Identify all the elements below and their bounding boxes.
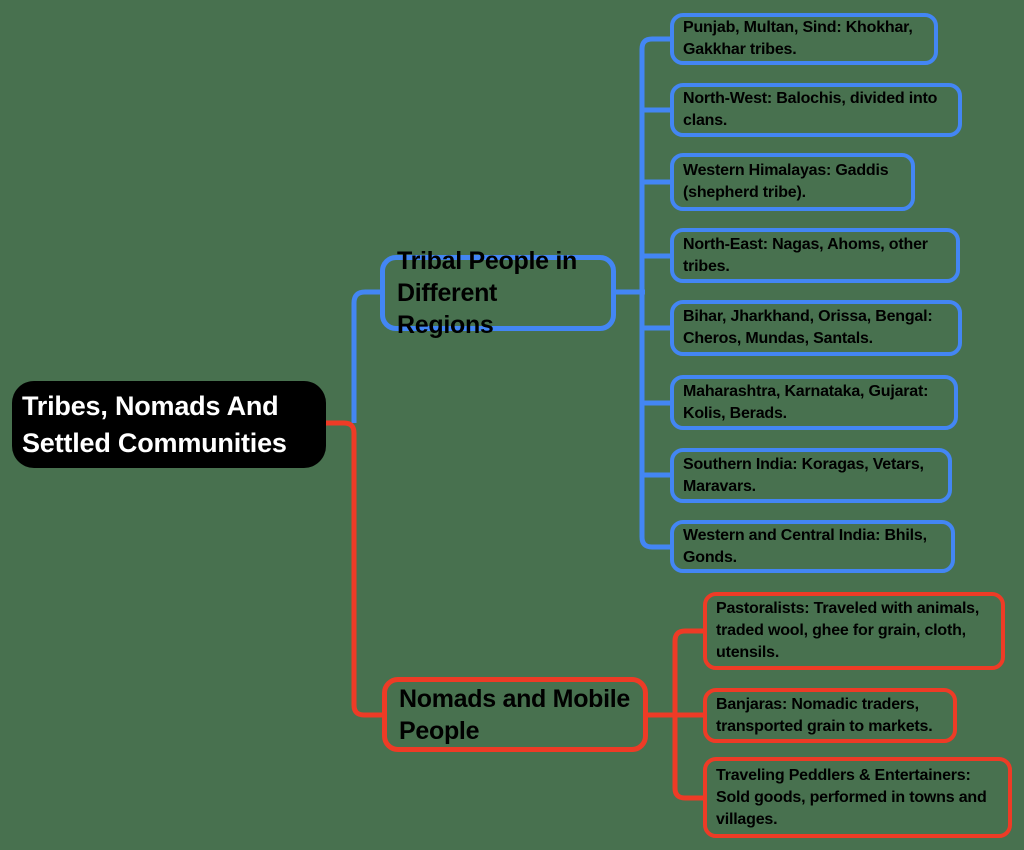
branch-node-nomads-mobile: Nomads and Mobile People	[382, 677, 648, 752]
leaf-node-maharashtra-gujarat: Maharashtra, Karnataka, Gujarat: Kolis, …	[670, 375, 958, 430]
wire-root-to-nomads	[326, 420, 382, 718]
wire-nomads-trunk	[672, 628, 703, 801]
leaf-node-peddlers-entertainers: Traveling Peddlers & Entertainers: Sold …	[703, 757, 1012, 838]
leaf-node-pastoralists: Pastoralists: Traveled with animals, tra…	[703, 592, 1005, 670]
wire-root-to-tribal	[351, 289, 380, 423]
leaf-node-southern-india: Southern India: Koragas, Vetars, Maravar…	[670, 448, 952, 503]
wire-tribal-trunk	[639, 36, 670, 550]
leaf-node-northeast-tribes: North-East: Nagas, Ahoms, other tribes.	[670, 228, 960, 283]
leaf-node-bihar-bengal: Bihar, Jharkhand, Orissa, Bengal: Cheros…	[670, 300, 962, 356]
leaf-node-northwest-balochis: North-West: Balochis, divided into clans…	[670, 83, 962, 137]
leaf-node-western-himalayas: Western Himalayas: Gaddis (shepherd trib…	[670, 153, 915, 211]
branch-node-tribal-people: Tribal People in Different Regions	[380, 247, 616, 339]
leaf-node-western-central-india: Western and Central India: Bhils, Gonds.	[670, 520, 955, 573]
leaf-node-banjaras: Banjaras: Nomadic traders, transported g…	[703, 688, 957, 743]
leaf-node-punjab-tribes: Punjab, Multan, Sind: Khokhar, Gakkhar t…	[670, 13, 938, 65]
root-node: Tribes, Nomads And Settled Communities	[12, 381, 326, 468]
